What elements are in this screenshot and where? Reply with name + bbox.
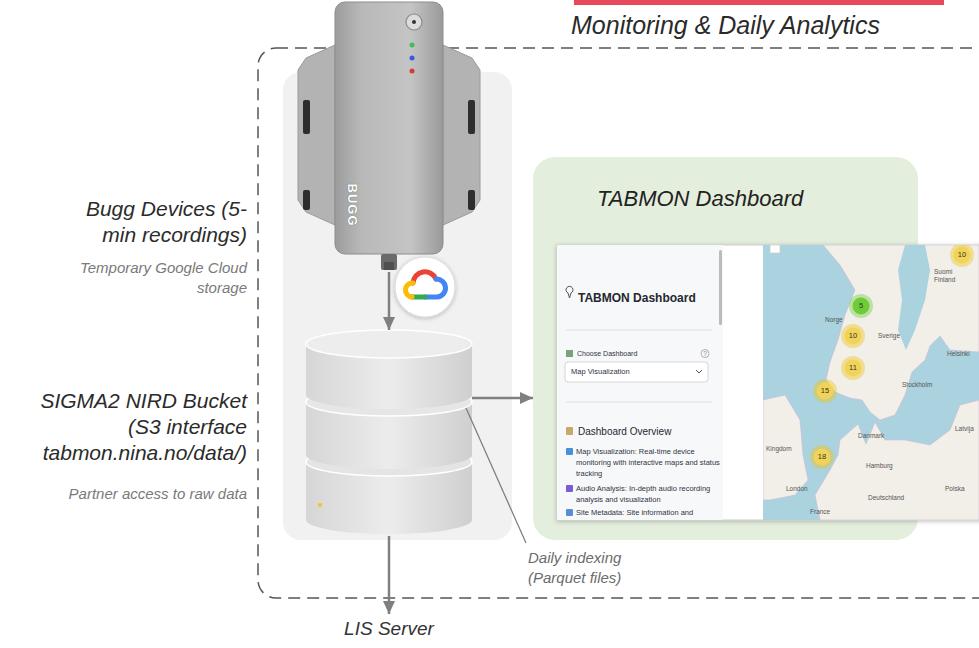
dashboard-screenshot-part xyxy=(565,362,708,382)
dashboard-screenshot-part xyxy=(557,245,979,520)
server-node: LIS Server xyxy=(329,614,449,644)
select-value: Map Visualization xyxy=(571,367,630,377)
dashboard-screenshot-part xyxy=(566,427,573,435)
sidebar-item: Audio Analysis: In-depth audio recording… xyxy=(576,483,721,505)
device-logo: BUGG xyxy=(345,180,359,230)
dashboard-screenshot-part xyxy=(566,402,712,403)
cloud-badge-part xyxy=(395,257,455,317)
sidebar-label: Choose Dashboard xyxy=(577,349,637,358)
dashboard-screenshot-part-part xyxy=(770,245,780,253)
map-label: Polska xyxy=(945,485,965,493)
dashboard-screenshot-part-part xyxy=(841,324,865,348)
region-heading: Monitoring & Daily Analytics xyxy=(571,10,880,40)
dashboard-screenshot-part xyxy=(566,350,573,357)
map-label: France xyxy=(810,508,830,516)
bugg-device-part xyxy=(384,262,394,270)
flow-arrow xyxy=(388,272,391,330)
cluster-count: 10 xyxy=(843,331,863,341)
dashboard-screenshot-part xyxy=(696,370,702,373)
dashboard-screenshot-part-part xyxy=(810,445,834,469)
cluster-count: 10 xyxy=(952,250,972,260)
bugg-device-part xyxy=(381,254,397,270)
cluster-count: 5 xyxy=(851,301,871,311)
dashboard-screenshot-part-part xyxy=(815,400,979,520)
dashboard-screenshot-part xyxy=(566,448,573,455)
dashboard-screenshot-part xyxy=(763,245,979,520)
accent-bar xyxy=(574,0,944,5)
bugg-device-part xyxy=(410,43,415,48)
map-label: Danmark xyxy=(858,432,884,440)
help-icon: ? xyxy=(701,349,709,358)
bugg-device-part xyxy=(406,14,422,30)
flow-arrow xyxy=(472,397,533,400)
dashboard-screenshot xyxy=(557,243,979,520)
bugg-device-part xyxy=(303,100,310,134)
bugg-device-part xyxy=(443,45,480,225)
device-node: Bugg Devices (5-min recordings)Temporary… xyxy=(298,2,480,272)
dashboard-screenshot-part-part xyxy=(849,294,873,318)
sidebar-item: Site Metadata: Site information and xyxy=(576,507,721,518)
map-label: Helsinki xyxy=(947,350,970,358)
dashboard-screenshot-part-part xyxy=(898,245,930,350)
storage-node: SIGMA2 NIRD Bucket (S3 interface tabmon.… xyxy=(306,330,472,536)
device-note: Temporary Google Cloud storage xyxy=(62,258,247,298)
database-cylinder xyxy=(306,330,472,534)
dashboard-screenshot-part-part xyxy=(763,395,808,500)
cloud-badge-part xyxy=(413,272,436,283)
cluster-count: 15 xyxy=(815,386,835,396)
bugg-device xyxy=(298,2,480,270)
sidebar-heading: Dashboard Overview xyxy=(578,426,671,438)
dashboard-screenshot-part-part xyxy=(823,245,979,420)
dashboard-screenshot-part-part xyxy=(813,379,837,403)
map-label: Suomi Finland xyxy=(934,268,962,284)
device-title: Bugg Devices (5-min recordings) xyxy=(62,196,247,248)
dashboard-screenshot-part xyxy=(566,330,712,331)
dashboard-screenshot-part xyxy=(566,485,573,492)
bugg-device-part xyxy=(303,190,310,210)
server-label: LIS Server xyxy=(344,617,434,641)
bugg-device-part xyxy=(468,100,475,134)
dashboard-screenshot-part xyxy=(566,286,573,298)
dashboard-screenshot-part-part xyxy=(763,245,979,520)
storage-note: Partner access to raw data xyxy=(17,484,247,504)
map-label: Norge xyxy=(825,316,843,324)
database-cylinder-part xyxy=(318,503,322,507)
bugg-device-part xyxy=(410,69,415,74)
dashboard-screenshot-part-part xyxy=(841,356,865,380)
flow-arrow xyxy=(388,536,391,614)
cloud-badge xyxy=(395,257,455,317)
bugg-device-part xyxy=(298,45,335,225)
annotation-text: Daily indexing (Parquet files) xyxy=(528,548,632,588)
cloud-badge-part xyxy=(425,279,446,297)
map-label: Kingdom xyxy=(766,445,792,453)
map-label: London xyxy=(786,485,808,493)
bugg-device-part xyxy=(412,20,416,24)
dashboard-screenshot-part-part xyxy=(950,245,974,267)
map-label: Latvija xyxy=(955,425,974,433)
map-label: Deutschland xyxy=(868,494,904,502)
dashboard-screenshot-part xyxy=(566,509,573,516)
bugg-device-part xyxy=(410,56,415,61)
bugg-device-part xyxy=(468,190,475,210)
cluster-count: 18 xyxy=(812,452,832,462)
cloud-badge-part xyxy=(405,283,413,297)
dashboard-box: TABMON Dashboard xyxy=(533,157,918,540)
database-cylinder-part xyxy=(306,330,472,358)
dashboard-screenshot-part xyxy=(701,350,709,358)
cluster-count: 11 xyxy=(843,363,863,373)
sidebar-title: TABMON Dashboard xyxy=(578,291,696,306)
map-label: Stockholm xyxy=(902,381,932,389)
storage-title: SIGMA2 NIRD Bucket (S3 interface tabmon.… xyxy=(35,388,247,466)
map-label: Hamburg xyxy=(866,462,893,470)
dashboard-title: TABMON Dashboard xyxy=(597,186,803,212)
leader-line xyxy=(466,408,526,543)
dashboard-screenshot-part xyxy=(719,250,722,325)
dashboard-screenshot-part xyxy=(557,245,723,520)
sidebar-item: Map Visualization: Real-time device moni… xyxy=(576,446,721,479)
map-label: Sverige xyxy=(878,332,900,340)
bugg-device-part xyxy=(335,2,443,254)
